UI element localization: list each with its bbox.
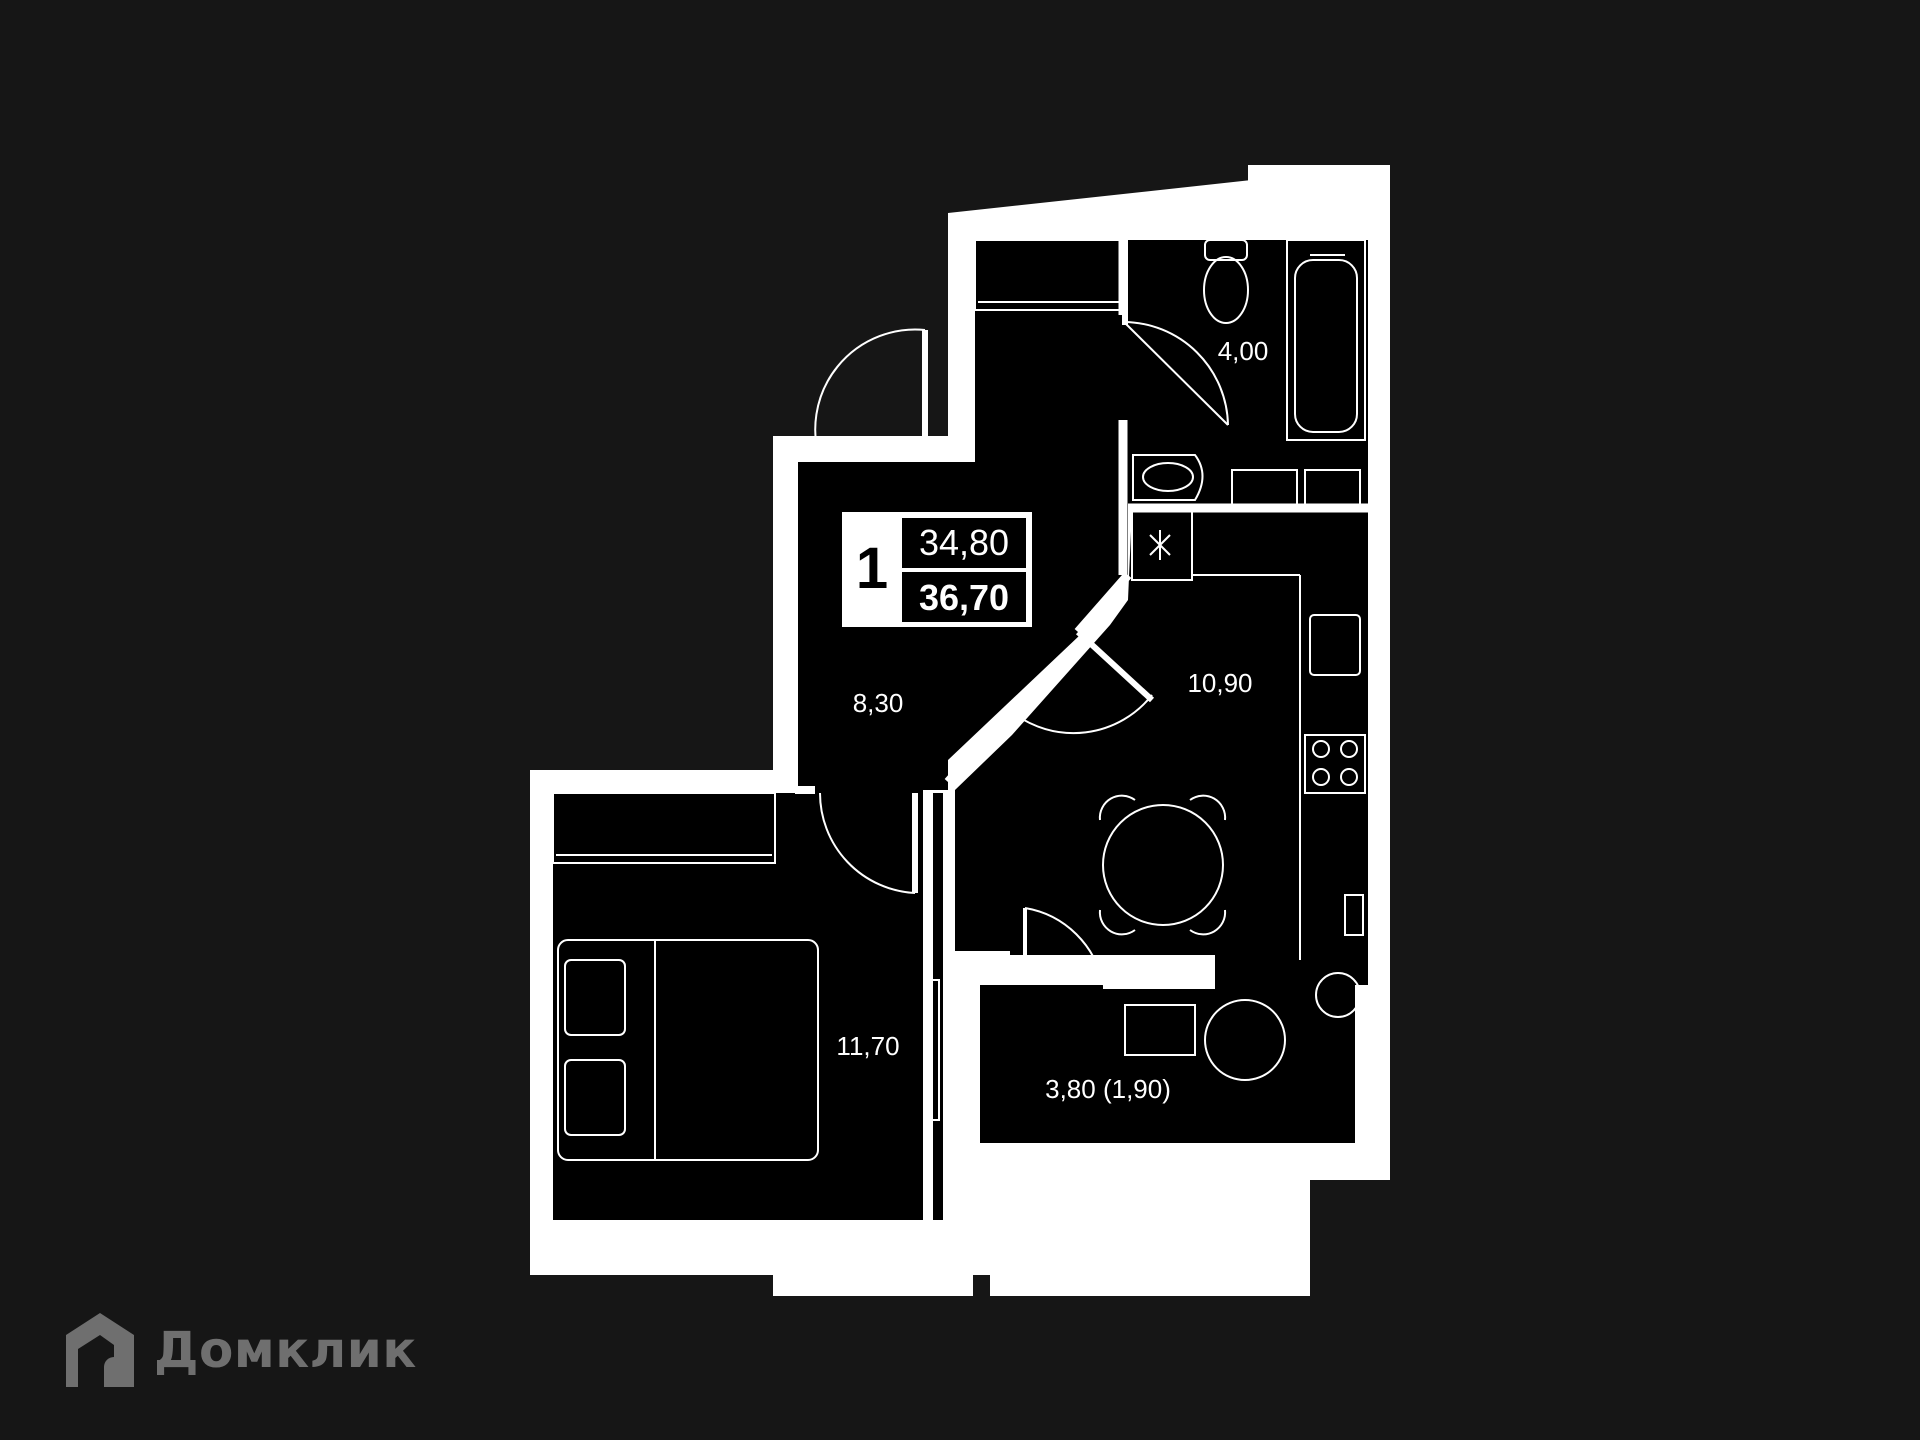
hallway-area: 8,30: [853, 688, 904, 718]
toilet-icon: [1203, 239, 1249, 324]
balcony-floor: [980, 985, 1355, 1143]
kitchen-counter: [1192, 574, 1366, 960]
bedroom-area: 11,70: [836, 1031, 899, 1061]
bathtub-icon: [1286, 239, 1366, 441]
balcony-table: [1124, 1004, 1196, 1056]
rooms-count: 1: [856, 536, 888, 601]
room-labels: 8,30 4,00 10,90 11,70 3,80 (1,90): [836, 336, 1268, 1104]
kitchen-floor: [955, 508, 1368, 985]
boiler-icon: [1315, 972, 1361, 1018]
fixtures: [552, 239, 1366, 1242]
kitchen-area: 10,90: [1187, 668, 1252, 698]
tv-icon: [924, 979, 940, 1121]
area-badge: 1 34,80 36,70: [842, 512, 1032, 627]
domclick-house-icon: [66, 1313, 134, 1387]
living-area: 34,80: [919, 522, 1009, 563]
vent-shaft: [1131, 509, 1193, 581]
wardrobe: [974, 239, 1123, 311]
total-area: 36,70: [919, 577, 1009, 618]
brand-name: Домклик: [154, 1321, 417, 1379]
fridge-icon: [1344, 894, 1364, 936]
sink-icon: [1309, 614, 1361, 676]
room-floors: [553, 240, 1368, 1220]
doors: [814, 321, 1229, 986]
balcony-area: 3,80 (1,90): [1045, 1074, 1171, 1104]
dining-table-icon: [1098, 794, 1227, 936]
brand-logo: Домклик: [64, 1310, 417, 1390]
balcony-chair: [1204, 999, 1286, 1081]
bathroom-area: 4,00: [1218, 336, 1269, 366]
stove-icon: [1304, 734, 1366, 794]
bedroom-floor: [553, 793, 943, 1220]
washbasin-icon: [1132, 454, 1204, 501]
bed-icon: [557, 939, 819, 1161]
bedroom-wardrobe: [552, 792, 776, 864]
